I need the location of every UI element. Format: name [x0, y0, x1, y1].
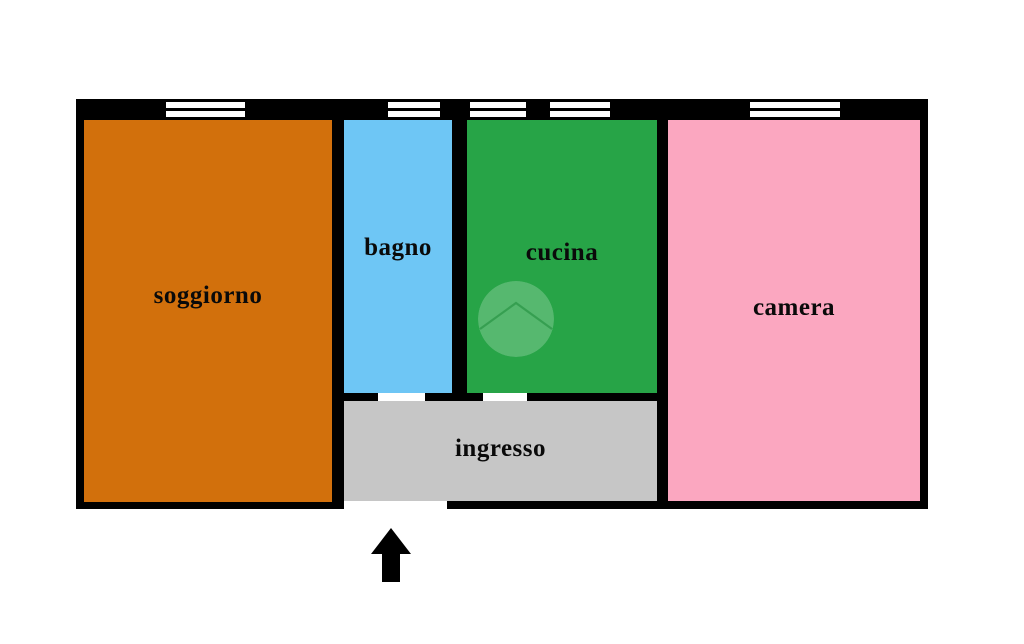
room-label-bagno: bagno [364, 234, 432, 261]
room-cucina [467, 118, 657, 393]
interior-wall-cucina-camera [657, 118, 668, 509]
room-label-camera: camera [752, 294, 836, 321]
exterior-wall-bottom-soggiorno [76, 502, 339, 509]
exterior-wall-left [76, 99, 84, 509]
watermark-roof-logo [478, 281, 554, 357]
exterior-wall-top-segment-5 [610, 99, 750, 120]
room-ingresso [344, 401, 657, 501]
interior-wall-ingresso-segment-1 [344, 393, 378, 401]
window-cucina-right [550, 99, 610, 120]
entrance-arrow [370, 528, 412, 582]
room-label-cucina: cucina [525, 239, 599, 266]
room-label-soggiorno: soggiorno [153, 282, 263, 309]
watermark-roof-icon [478, 281, 554, 357]
exterior-wall-right [920, 99, 928, 509]
window-cucina-left [470, 99, 526, 120]
exterior-wall-bottom-right [447, 501, 928, 509]
interior-wall-ingresso-segment-2 [425, 393, 483, 401]
room-bagno [344, 118, 452, 393]
interior-wall-soggiorno-bagno [332, 118, 344, 509]
window-bagno [388, 99, 440, 120]
exterior-wall-top-segment-4 [526, 99, 550, 120]
exterior-wall-top-segment-3 [440, 99, 470, 120]
exterior-wall-top-segment-2 [245, 99, 388, 120]
room-soggiorno [84, 118, 332, 502]
exterior-wall-top-segment-6 [840, 99, 928, 120]
window-soggiorno [166, 99, 245, 120]
up-arrow-icon [371, 528, 411, 582]
window-camera [750, 99, 840, 120]
interior-wall-bagno-cucina [452, 118, 467, 393]
interior-wall-ingresso-segment-3 [527, 393, 657, 401]
room-camera [668, 118, 920, 502]
room-label-ingresso: ingresso [454, 435, 547, 462]
exterior-wall-top-segment-1 [76, 99, 166, 120]
